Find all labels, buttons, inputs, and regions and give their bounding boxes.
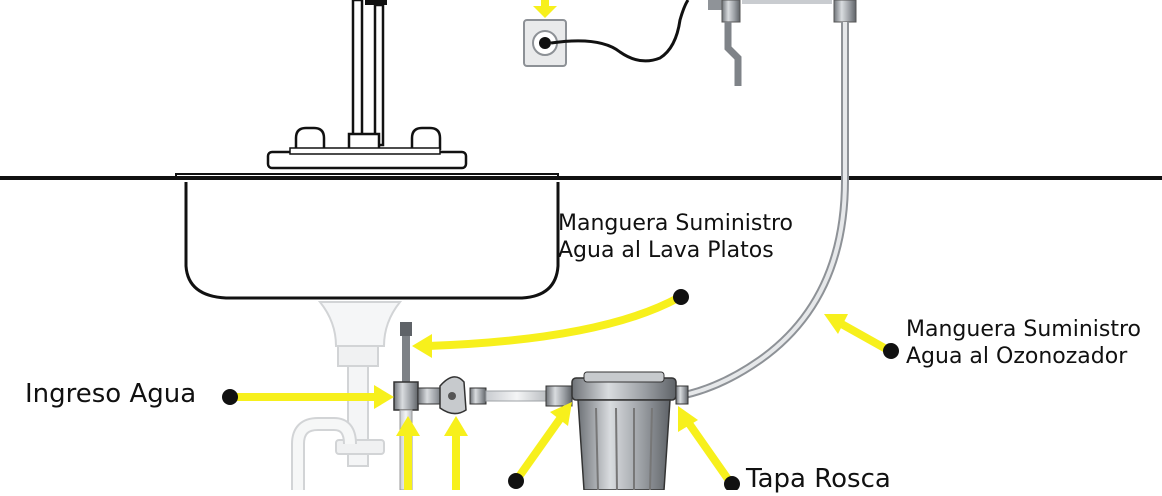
label-manguera-ozono-line1: Manguera Suministro [906,317,1141,342]
arrow-dishwasher-hose [412,294,680,358]
drain-pipes [291,301,403,490]
ozonizer-tap [708,0,857,86]
water-filter [571,371,689,490]
arrow-ozonizer-hose [824,314,890,354]
label-manguera-lava-platos: Manguera Suministro Agua al Lava Platos [558,211,793,265]
sink-basin [175,173,560,300]
label-manguera-lava-line1: Manguera Suministro [558,211,793,236]
arrow-vertical-1 [396,416,420,490]
label-tapa-rosca: Tapa Rosca [746,464,891,494]
arrow-outlet [533,0,557,18]
arrow-vertical-2 [444,416,468,490]
arrow-tapa-rosca [678,406,734,485]
label-manguera-ozono-line2: Agua al Ozonozador [906,343,1128,369]
label-dots [222,289,899,490]
arrow-filter-inlet [514,402,572,481]
ozonizer-hose [679,22,849,400]
callout-arrows [232,0,890,490]
label-ingreso-agua: Ingreso Agua [25,379,197,409]
label-manguera-ozonozador: Manguera Suministro Agua al Ozonozador [906,317,1141,371]
power-outlet [523,0,690,67]
faucet [266,0,468,170]
arrow-ingreso [232,385,394,409]
label-manguera-lava-line2: Agua al Lava Platos [558,237,774,263]
supply-pipe [485,390,549,402]
